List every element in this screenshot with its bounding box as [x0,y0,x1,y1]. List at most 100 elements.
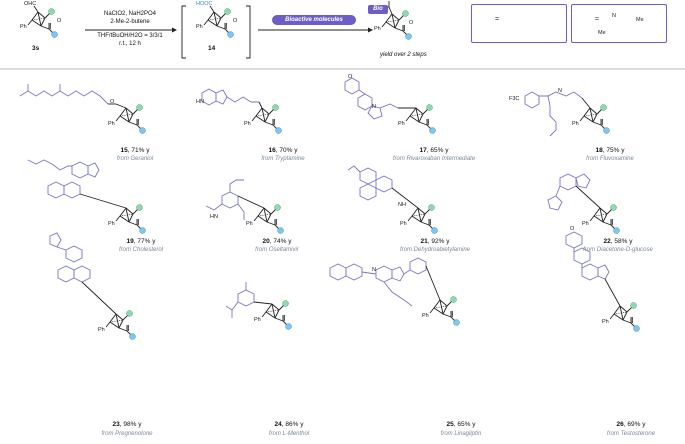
c15-o-label: O [110,99,115,105]
legend-box-green [471,4,567,43]
compound-24-structure [225,282,292,330]
compound-23-source: from Pregnenolone [101,431,153,437]
compound-16-source: from Tryptamine [261,156,305,162]
c20-ph-label: Ph [246,221,253,227]
compound-23-number: 23 [112,421,120,428]
compound-21-structure [347,165,438,234]
yield-note: yield over 2 steps [380,52,427,58]
pyrazole-n-label: N [612,13,616,19]
c16-hn-label: HN [196,99,204,105]
compound-26-number: 26 [616,421,624,428]
compound-26-source: from Testosterone [606,431,656,437]
c20-hn-label: HN [210,214,218,220]
legend-equals-blue: = [595,16,600,23]
c18-n-label: N [558,88,562,94]
compound-23-yield: , 98% y [119,421,142,428]
intermediate-bracket [181,5,251,59]
compound-19-source: from Cholesterol [118,247,163,253]
intermediate-compound-label: 14 [208,45,216,52]
compound-21-source: from Dehydroabietylamine [399,247,471,253]
intermediate-ph-label: Ph [196,24,203,30]
compound-15-source: from Geraniol [116,156,154,162]
reaction-arrow-2 [258,27,373,33]
compound-23-structure [49,232,136,340]
conditions-block-below: THF/tBuOH/H2O = 3/3/1 r.t., 12 h [88,33,172,48]
compound-25-source: from Linagliptin [440,431,482,437]
c21-nh-label: NH [398,202,406,208]
compound-21-number: 21 [420,238,428,245]
compound-24-number: 24 [274,421,282,428]
c16-ph-label: Ph [244,121,251,127]
start-cho-label: OHC [24,1,37,7]
legend-equals-green: = [495,16,500,23]
c17-n-label: N [372,104,376,110]
compound-15-label: 15, 71% y [100,147,170,154]
compound-18-label: 18, 75% y [575,147,645,154]
compound-21-label: 21, 92% y [400,238,470,245]
compound-15-yield: , 71% y [127,147,150,154]
compound-16-yield: , 70% y [275,147,298,154]
legend-box-blue [571,4,667,43]
compound-17-yield: , 65% y [426,147,449,154]
start-material-3s [27,5,58,38]
reaction-arrow-1 [85,27,177,33]
compound-17-number: 17 [419,147,427,154]
compound-26-label: 26, 69% y [596,421,666,428]
c26-ph-label: Ph [602,319,609,325]
compound-24-source: from L-Menthol [268,431,310,437]
product-o-label: O [409,20,414,26]
c18-ph-label: Ph [572,121,579,127]
c25-n-label: N [372,267,376,273]
start-compound-label: 3s [32,45,40,52]
product-ph-label: Ph [374,26,381,32]
c25-ph-label: Ph [422,313,429,319]
compound-19-structure [27,159,146,234]
compound-20-number: 20 [262,238,270,245]
compound-15-number: 15 [120,147,128,154]
c23-ph-label: Ph [98,327,105,333]
compound-19-number: 19 [126,238,134,245]
c22-ph-label: Ph [582,221,589,227]
compound-19-label: 19, 77% y [106,238,176,245]
intermediate-cooh-label: HOOC [196,1,213,7]
intermediate-14 [203,5,234,38]
compound-21-yield: , 92% y [427,238,450,245]
condition-line-3: THF/tBuOH/H2O = 3/3/1 [97,33,163,39]
compound-18-number: 18 [595,147,603,154]
c18-f3c-label: F3C [509,96,520,102]
compound-17-structure [344,77,436,134]
compound-15-structure [19,84,146,134]
compound-18-yield: , 75% y [602,147,625,154]
compound-22-yield: , 58% y [610,238,633,245]
start-o-label: O [57,18,62,24]
condition-line-4: r.t., 12 h [119,40,141,47]
compound-25-structure [329,257,460,326]
compound-19-yield: , 77% y [133,238,156,245]
compound-26-structure [565,231,640,332]
c19-ph-label: Ph [108,221,115,227]
c21-ph-label: Ph [400,221,407,227]
c24-ph-label: Ph [254,317,261,323]
c17-ph-label: Ph [398,121,405,127]
compound-20-source: from Oseltamivir [255,247,299,253]
intermediate-o-label: O [233,18,238,24]
bioactive-molecules-pill: Bioactive molecules [272,15,356,25]
bio-tag: Bio [368,5,388,14]
compound-20-yield: , 74% y [269,238,292,245]
compound-24-yield: , 86% y [281,421,304,428]
compound-24-label: 24, 86% y [254,421,324,428]
compound-17-source: from Rivaroxaban Intermediate [392,156,476,162]
compound-22-source: from Diacetone-D-glucose [583,247,653,253]
compound-18-source: from Fluvoxamine [586,156,634,162]
compound-22-label: 22, 58% y [583,238,653,245]
c15-ph-label: Ph [108,121,115,127]
c17-o-label: O [348,74,353,80]
conditions-block: NaClO2, NaH2PO4 2-Me-2-butene [88,11,172,26]
compound-18-structure [524,91,610,137]
section-divider [0,68,685,70]
compound-26-yield: , 69% y [623,421,646,428]
compound-16-number: 16 [268,147,276,154]
c26-o-label: O [570,226,575,232]
compound-16-label: 16, 70% y [248,147,318,154]
pyrazole-me-left: Me [598,30,606,36]
